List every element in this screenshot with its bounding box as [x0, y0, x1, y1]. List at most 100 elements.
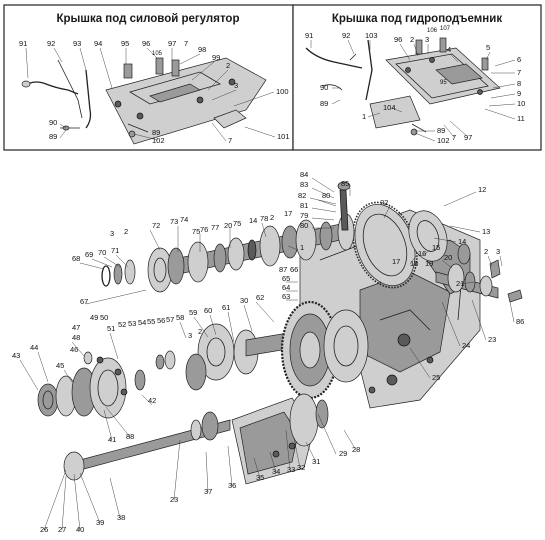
callout-56: 56 — [157, 316, 165, 325]
callout-42: 42 — [148, 396, 156, 405]
callout-80-mid: 80 — [300, 221, 308, 230]
callout-10-r: 10 — [517, 99, 525, 108]
callout-3-r: 3 — [425, 35, 429, 44]
callout-23-right: 23 — [488, 335, 496, 344]
callout-107-r: 107 — [440, 26, 451, 32]
callout-12: 12 — [478, 185, 486, 194]
callout-39: 39 — [96, 518, 104, 527]
callout-89-r-right: 89 — [437, 126, 445, 135]
callout-97-r: 97 — [464, 133, 472, 142]
callout-70: 70 — [98, 248, 106, 257]
callout-41: 41 — [108, 435, 116, 444]
callout-100-l: 100 — [276, 87, 289, 96]
callout-57: 57 — [166, 315, 174, 324]
callout-45: 45 — [56, 361, 64, 370]
callout-15: 15 — [432, 243, 440, 252]
callout-5-r: 5 — [486, 43, 490, 52]
callout-47: 47 — [72, 323, 80, 332]
right-panel-title: Крышка под гидроподъемник — [332, 13, 502, 25]
callout-11-r: 11 — [517, 114, 525, 123]
callout-2-left: 2 — [124, 227, 128, 236]
callout-79: 79 — [300, 211, 308, 220]
callout-84: 84 — [300, 170, 308, 179]
callout-17-top: 17 — [284, 209, 292, 218]
callout-62: 62 — [256, 293, 264, 302]
callout-92-r: 92 — [342, 31, 350, 40]
callout-30-top: 30 — [240, 296, 248, 305]
callout-25: 25 — [432, 373, 440, 382]
callout-78: 78 — [260, 214, 268, 223]
callout-44: 44 — [30, 343, 38, 352]
callout-43: 43 — [12, 351, 20, 360]
callout-74: 74 — [180, 215, 188, 224]
callout-17: 17 — [392, 257, 400, 266]
callout-98-l: 98 — [198, 45, 206, 54]
mid-gear-cluster — [155, 323, 307, 391]
callout-19: 19 — [425, 259, 433, 268]
upper-shaft-train — [101, 181, 355, 293]
callout-60: 60 — [204, 306, 212, 315]
callout-64: 64 — [282, 283, 290, 292]
callout-55: 55 — [147, 317, 155, 326]
callout-33: 33 — [287, 465, 295, 474]
callout-21: 21 — [456, 279, 464, 288]
right-shaft-group — [435, 243, 523, 303]
callout-53: 53 — [128, 319, 136, 328]
callout-69: 69 — [85, 250, 93, 259]
callout-61: 61 — [222, 303, 230, 312]
ring-gear-upper — [352, 201, 448, 289]
callout-91-l: 91 — [19, 39, 27, 48]
callout-28: 28 — [352, 445, 360, 454]
callout-88: 88 — [126, 432, 134, 441]
callout-7-l-bottom: 7 — [228, 136, 232, 145]
callout-16: 16 — [418, 249, 426, 258]
callout-77: 77 — [211, 223, 219, 232]
callout-75-left: 75 — [192, 227, 200, 236]
callout-75-right: 75 — [233, 219, 241, 228]
callout-8-r: 8 — [517, 79, 521, 88]
callout-90-l: 90 — [49, 118, 57, 127]
callout-38: 38 — [117, 513, 125, 522]
callout-82: 82 — [298, 191, 306, 200]
callout-2-right: 2 — [484, 247, 488, 256]
callout-9-r: 9 — [517, 89, 521, 98]
callout-67: 67 — [80, 297, 88, 306]
callout-6-r: 6 — [517, 55, 521, 64]
callout-2-l: 2 — [226, 61, 230, 70]
callout-48: 48 — [72, 333, 80, 342]
callout-96-l: 96 — [142, 39, 150, 48]
callout-90-r: 90 — [320, 83, 328, 92]
callout-34: 34 — [272, 467, 280, 476]
callout-83: 83 — [300, 180, 308, 189]
callout-94-l: 94 — [94, 39, 102, 48]
callout-2-low: 2 — [198, 327, 202, 336]
callout-7-r-right: 7 — [517, 68, 521, 77]
callout-105-l: 105 — [152, 51, 163, 57]
callout-18: 18 — [410, 259, 418, 268]
callout-99-l: 99 — [212, 53, 220, 62]
callout-3-l: 3 — [234, 81, 238, 90]
callout-95-r: 95 — [440, 80, 447, 86]
callout-3-low: 3 — [188, 331, 192, 340]
callout-2-r: 2 — [410, 35, 414, 44]
callout-50: 50 — [100, 313, 108, 322]
callout-20-left: 20 — [224, 221, 232, 230]
callout-63: 63 — [282, 292, 290, 301]
callout-14-left: 14 — [249, 216, 257, 225]
callout-31: 31 — [312, 457, 320, 466]
left-planetary-group — [37, 351, 146, 419]
callout-73: 73 — [170, 217, 178, 226]
callout-46: 46 — [70, 345, 78, 354]
left-inset-callouts: 91 92 93 94 95 96 105 97 7 98 99 2 3 100… — [19, 39, 290, 145]
callout-89-r-left: 89 — [320, 99, 328, 108]
callout-13: 13 — [482, 227, 490, 236]
callout-89-l-left: 89 — [49, 132, 57, 141]
callout-68: 68 — [72, 254, 80, 263]
callout-7-r-bottom: 7 — [452, 133, 456, 142]
callout-14-right: 14 — [458, 237, 466, 246]
callout-106-r: 106 — [427, 28, 438, 34]
callout-35: 35 — [256, 473, 264, 482]
callout-104-r: 104 — [383, 103, 396, 112]
callout-92-l: 92 — [47, 39, 55, 48]
